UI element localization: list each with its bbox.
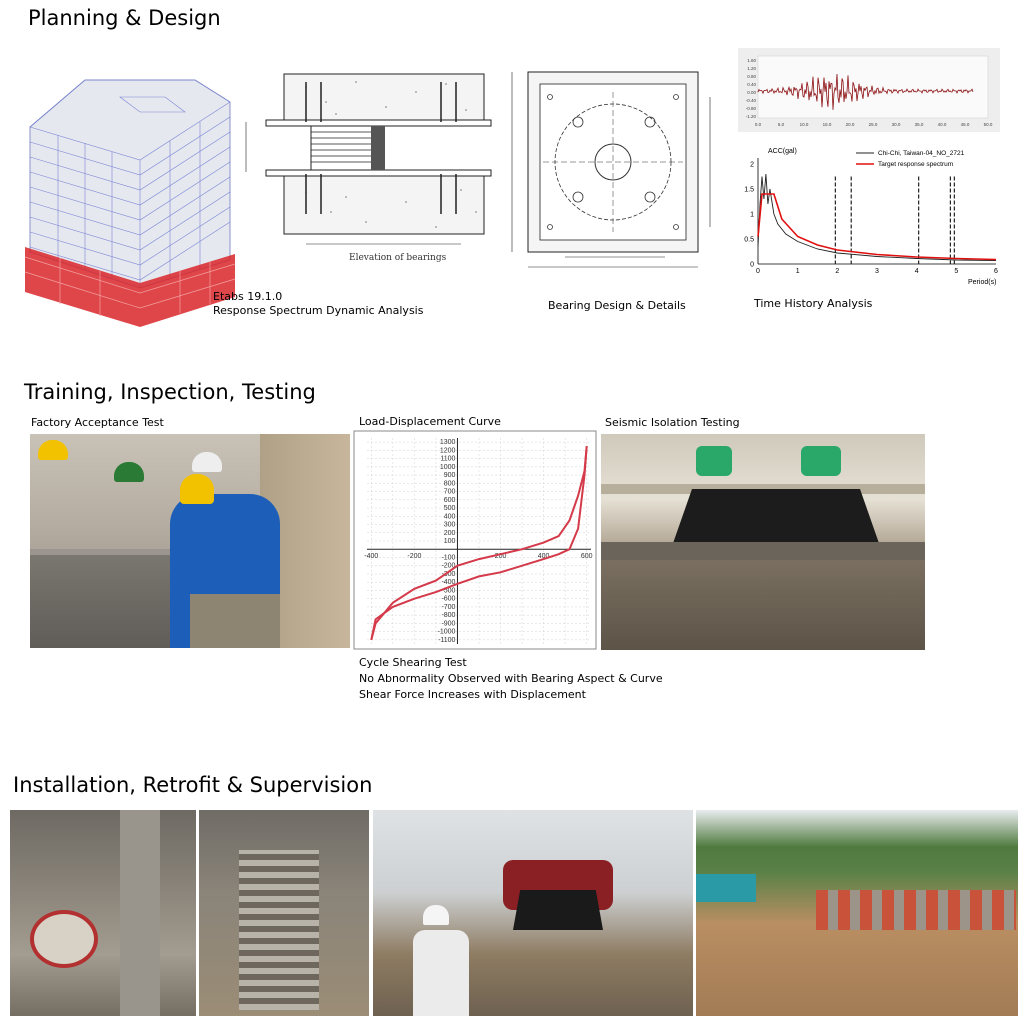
load-curve-upper-branch (370, 446, 588, 641)
th-x-tick: 40.0 (938, 122, 947, 127)
load-curve-y-tick: -400 (441, 579, 455, 586)
spectrum-y-tick: 1 (750, 212, 754, 219)
spectrum-x-tick: 0 (756, 268, 760, 275)
load-curve-y-tick: 1100 (440, 456, 455, 463)
response-spectrum-chart: ACC(gal) 2 1.5 1 0.5 00 1 2 3 4 5 6 Chi-Chi, Taiwa… (744, 148, 998, 286)
load-curve-y-tick: -800 (441, 612, 455, 619)
load-curve-y-tick: 600 (444, 497, 456, 504)
section-heading-planning: Planning & Design (28, 6, 221, 30)
legend-label-chi-chi: Chi-Chi, Taiwan-04_NO_2721 (878, 150, 965, 157)
load-curve-y-tick: 200 (444, 530, 456, 537)
bearing-design-caption: Bearing Design & Details (548, 299, 686, 312)
section-heading-training: Training, Inspection, Testing (24, 380, 316, 404)
legend-label-target: Target response spectrum (878, 161, 953, 168)
load-curve-y-tick: 400 (444, 513, 456, 520)
load-curve-y-tick: 500 (444, 505, 456, 512)
load-curve-y-tick: 300 (444, 522, 456, 529)
spectrum-y-tick: 0 (750, 262, 754, 269)
th-y-tick: 0.40 (747, 82, 756, 87)
load-curve-y-tick: 1300 (440, 439, 456, 446)
spectrum-ylabel: ACC(gal) (768, 148, 797, 155)
note-no-abnormality: No Abnormality Observed with Bearing Asp… (359, 672, 663, 685)
th-x-tick: 10.0 (800, 122, 809, 127)
th-y-tick: -1.20 (746, 114, 757, 119)
load-curve-x-tick: 600 (581, 553, 593, 560)
factory-acceptance-photo (30, 434, 350, 648)
load-displacement-chart: 1300120011001000900800700600500400300200… (353, 430, 597, 650)
th-y-tick: 1.20 (747, 66, 756, 71)
seismic-isolation-photo (601, 434, 925, 650)
installation-photo-4 (696, 810, 1018, 1016)
th-x-tick: 35.0 (915, 122, 924, 127)
th-x-tick: 30.0 (892, 122, 901, 127)
load-curve-y-tick: -1000 (438, 629, 456, 636)
load-curve-y-tick: 700 (444, 489, 456, 496)
spectrum-x-tick: 5 (954, 268, 958, 275)
spectrum-x-tick: 4 (915, 268, 919, 275)
spectrum-series-chi-chi (757, 173, 997, 261)
load-curve-lower-branch (370, 446, 588, 641)
load-curve-y-tick: -100 (441, 554, 455, 561)
th-y-tick: 0.00 (747, 90, 756, 95)
spectrum-y-tick: 0.5 (744, 237, 754, 244)
installation-photo-3 (373, 810, 693, 1016)
th-y-tick: 0.80 (747, 74, 756, 79)
factory-test-caption: Factory Acceptance Test (31, 416, 164, 429)
load-curve-y-tick: -500 (441, 587, 455, 594)
load-curve-y-tick: -600 (441, 596, 455, 603)
elevation-label: Elevation of bearings (349, 253, 447, 263)
bearing-plan-drawing (511, 71, 711, 268)
th-x-tick: 0.0 (755, 122, 762, 127)
th-x-tick: 25.0 (869, 122, 878, 127)
load-curve-y-tick: 900 (444, 472, 456, 479)
load-curve-x-tick: 400 (538, 553, 550, 560)
spectrum-series-target (757, 193, 997, 261)
load-curve-y-tick: 1200 (440, 447, 456, 454)
spectrum-x-tick: 1 (796, 268, 800, 275)
time-history-caption: Time History Analysis (754, 297, 873, 310)
note-cycle-shearing: Cycle Shearing Test (359, 656, 467, 669)
th-y-tick: -0.80 (746, 106, 757, 111)
th-x-tick: 20.0 (846, 122, 855, 127)
load-curve-y-tick: 800 (444, 480, 456, 487)
spectrum-x-tick: 2 (835, 268, 839, 275)
load-curve-x-tick: -200 (407, 553, 421, 560)
th-y-tick: 1.60 (747, 58, 756, 63)
spectrum-y-tick: 1.5 (744, 187, 754, 194)
th-x-tick: 45.0 (961, 122, 970, 127)
acceleration-time-history-chart: 1.60 1.20 0.80 0.40 0.00 -0.40 -0.80 -1.20 0.0 5… (738, 48, 1000, 132)
load-curve-y-tick: 100 (444, 538, 456, 545)
installation-photo-1 (10, 810, 196, 1016)
load-curve-x-tick: -400 (364, 553, 378, 560)
th-x-tick: 5.0 (778, 122, 785, 127)
building-3d-model (24, 79, 236, 327)
load-curve-y-tick: 1000 (440, 464, 456, 471)
bearing-elevation-drawing: Elevation of bearings (245, 73, 492, 263)
load-curve-y-tick: -1100 (438, 637, 455, 644)
spectrum-x-tick: 6 (994, 268, 998, 275)
etabs-analysis-label: Response Spectrum Dynamic Analysis (213, 304, 424, 317)
spectrum-y-tick: 2 (750, 162, 754, 169)
installation-photo-2 (199, 810, 369, 1016)
load-curve-y-tick: -700 (441, 604, 455, 611)
section-heading-installation: Installation, Retrofit & Supervision (13, 773, 373, 797)
load-curve-caption: Load-Displacement Curve (359, 415, 501, 428)
load-curve-y-tick: -200 (441, 563, 455, 570)
load-curve-y-tick: -900 (441, 620, 455, 627)
seismic-test-caption: Seismic Isolation Testing (605, 416, 740, 429)
etabs-version-label: Etabs 19.1.0 (213, 290, 283, 303)
load-curve-x-tick: 200 (495, 553, 507, 560)
spectrum-xlabel: Period(s) (968, 279, 996, 286)
th-y-tick: -0.40 (746, 98, 757, 103)
load-curve-y-tick: -300 (441, 571, 455, 578)
note-shear-force: Shear Force Increases with Displacement (359, 688, 586, 701)
spectrum-x-tick: 3 (875, 268, 879, 275)
th-x-tick: 15.0 (823, 122, 832, 127)
th-x-tick: 50.0 (984, 122, 993, 127)
